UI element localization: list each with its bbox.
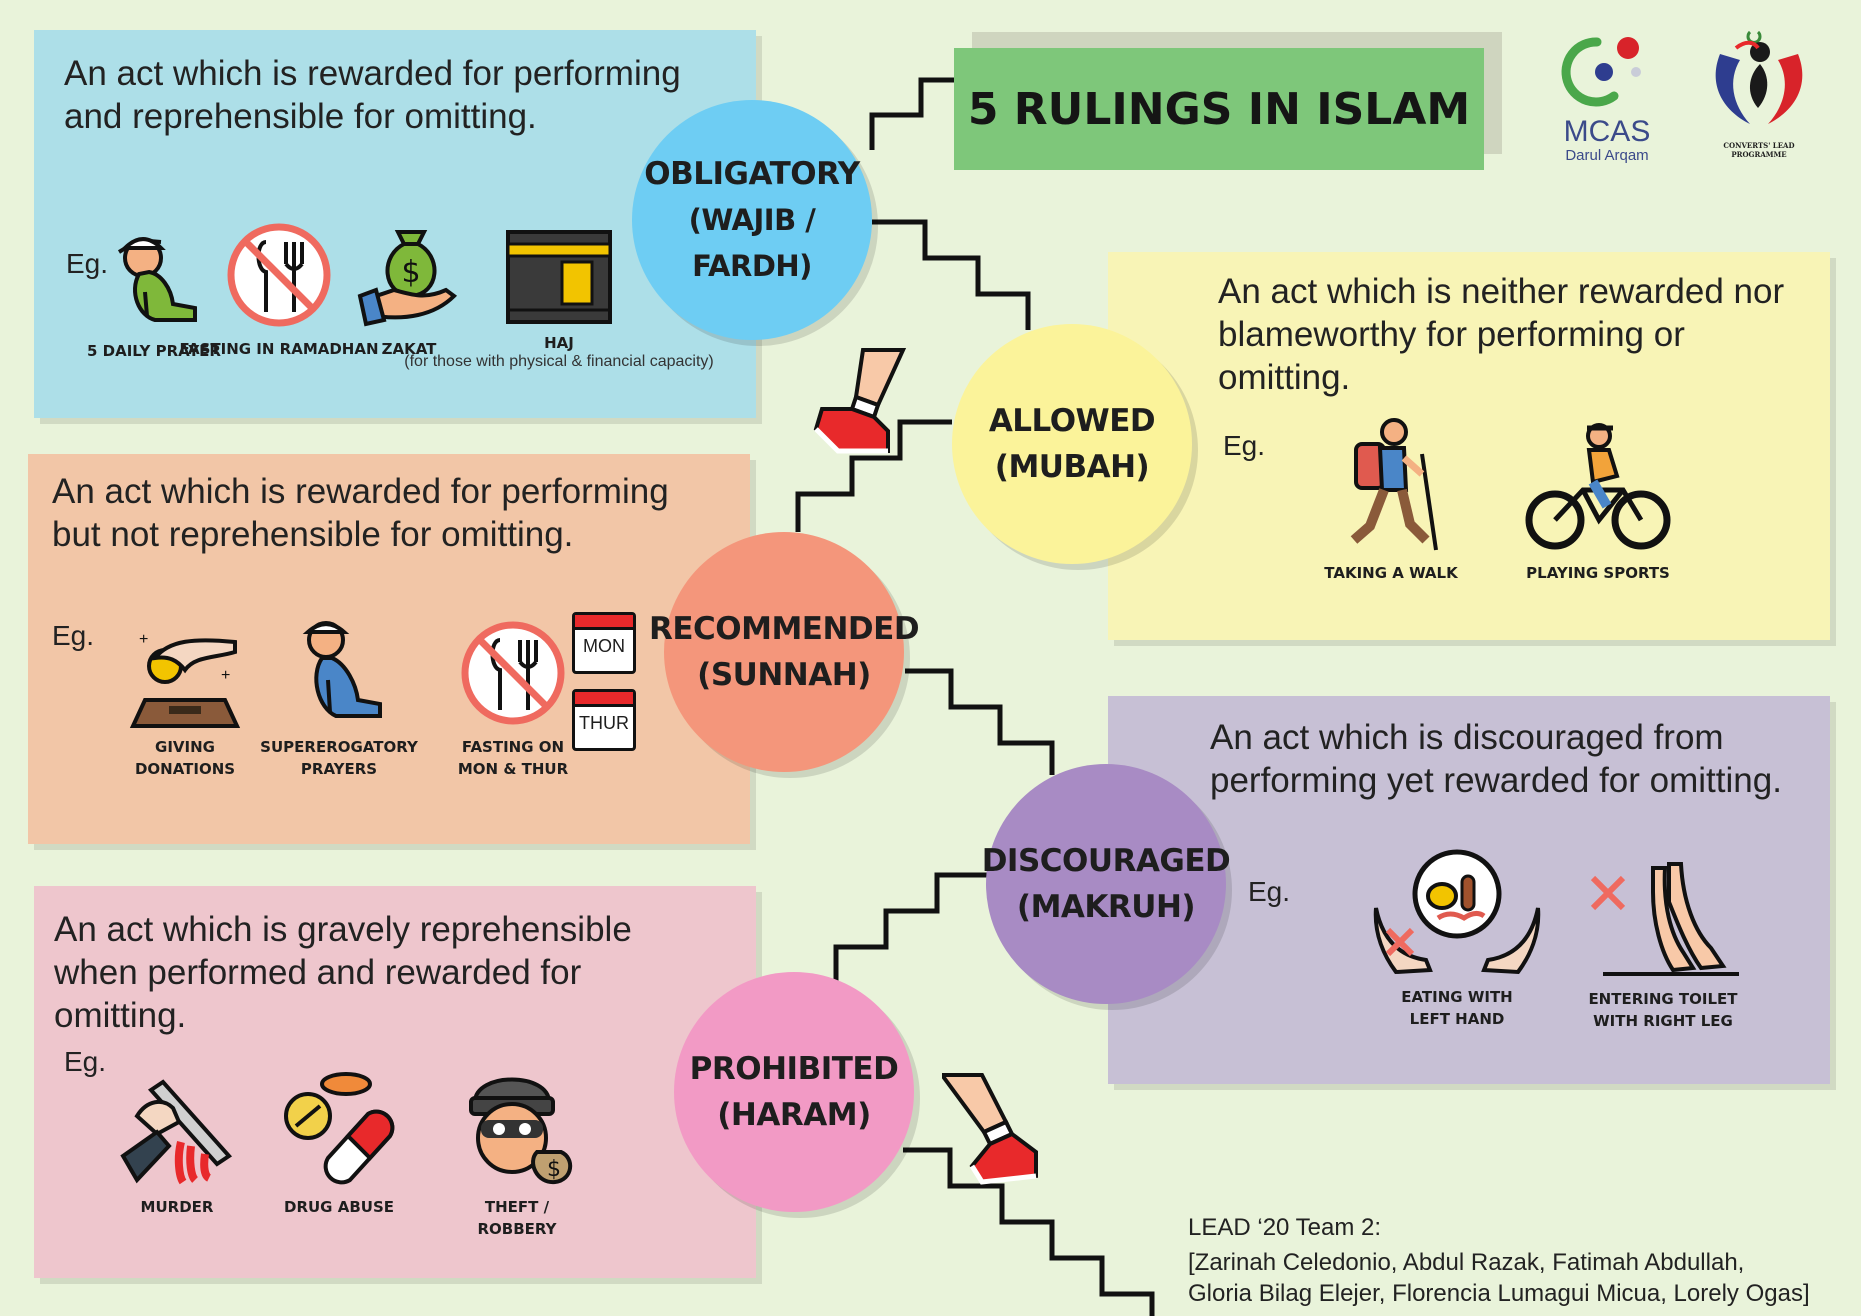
clp-logo-icon	[1715, 30, 1803, 124]
donation-icon: + +	[129, 631, 241, 728]
ruling-recommended: RECOMMENDED (SUNNAH)	[649, 532, 920, 772]
recommended-description: An act which is rewarded for performing …	[52, 472, 669, 554]
svg-text:+: +	[139, 631, 148, 648]
ruling-prohibited: PROHIBITED (HARAM)	[674, 972, 914, 1212]
discouraged-eg-label: Eg.	[1248, 876, 1291, 907]
mcas-logo-icon	[1561, 37, 1641, 107]
example-label: THEFT / ROBBERY	[477, 1198, 557, 1238]
credits-members-line1: [Zarinah Celedonio, Abdul Razak, Fatimah…	[1188, 1249, 1745, 1276]
knife-hand-icon	[120, 1079, 233, 1185]
example-theft-robbery: $ THEFT / ROBBERY	[432, 1062, 602, 1240]
example-haj: HAJ (for those with physical & financial…	[404, 222, 714, 372]
ruling-discouraged: DISCOURAGED (MAKRUH)	[982, 764, 1231, 1004]
recommended-panel: An act which is rewarded for performing …	[28, 454, 750, 844]
robber-icon: $	[469, 1077, 572, 1185]
no-eating-icon	[461, 621, 565, 725]
pills-icon	[284, 1072, 395, 1185]
example-zakat: $ ZAKAT	[324, 220, 494, 360]
example-label: FASTING ON MON & THUR	[457, 738, 569, 778]
allowed-eg-label: Eg.	[1223, 430, 1266, 461]
example-label: DRUG ABUSE	[284, 1198, 394, 1216]
ruling-name: RECOMMENDED	[648, 611, 920, 647]
credits-team: LEAD ‘20 Team 2:	[1188, 1214, 1381, 1241]
prohibited-description: An act which is gravely reprehensible wh…	[54, 910, 632, 1035]
allowed-panel: An act which is neither rewarded nor bla…	[1108, 252, 1830, 640]
example-playing-sports: PLAYING SPORTS	[1513, 420, 1683, 584]
clp-logo: CONVERTS' LEAD PROGRAMME	[1700, 24, 1818, 164]
allowed-description: An act which is neither rewarded nor bla…	[1218, 272, 1785, 397]
example-label: 5 DAILY PRAYER	[87, 342, 221, 360]
mcas-logo: MCAS Darul Arqam	[1552, 30, 1662, 164]
svg-text:+: +	[221, 667, 230, 684]
clp-text: CONVERTS' LEAD PROGRAMME	[1723, 141, 1795, 159]
example-5-daily-prayer: 5 DAILY PRAYER	[69, 212, 239, 362]
calendar-thur: THUR	[572, 689, 636, 751]
cyclist-icon	[1525, 423, 1671, 550]
walking-leg-icon	[813, 348, 907, 454]
example-entering-toilet-right-leg: ENTERING TOILET WITH RIGHT LEG	[1578, 862, 1748, 1032]
ruling-name: DISCOURAGED	[981, 843, 1231, 879]
example-label: FASTING IN RAMADHAN	[179, 340, 379, 358]
ruling-name-arabic: (MUBAH)	[994, 449, 1150, 485]
example-sublabel: (for those with physical & financial cap…	[404, 353, 714, 370]
ruling-name: ALLOWED	[988, 403, 1156, 439]
example-murder: MURDER	[92, 1076, 262, 1218]
example-label: SUPEREROGATORY PRAYERS	[260, 738, 418, 778]
example-label: ENTERING TOILET WITH RIGHT LEG	[1588, 990, 1738, 1030]
example-label: ZAKAT	[381, 340, 437, 358]
obligatory-eg-label: Eg.	[66, 248, 109, 279]
ruling-name: OBLIGATORY	[644, 156, 860, 192]
ruling-name-arabic: (SUNNAH)	[697, 657, 871, 693]
ruling-name-arabic: (HARAM)	[717, 1097, 871, 1133]
praying-person-icon	[117, 237, 197, 322]
example-label: PLAYING SPORTS	[1526, 564, 1670, 582]
praying-person-icon	[302, 621, 382, 718]
example-label: HAJ	[544, 334, 574, 352]
page-title: 5 RULINGS IN ISLAM	[954, 48, 1484, 170]
calendar-mon: MON	[572, 612, 636, 674]
example-fasting-ramadhan: FASTING IN RAMADHAN	[179, 220, 379, 360]
prohibited-panel: An act which is gravely reprehensible wh…	[34, 886, 756, 1278]
kaaba-icon	[506, 230, 612, 324]
prohibited-eg-label: Eg.	[64, 1046, 107, 1077]
credits: LEAD ‘20 Team 2: [Zarinah Celedonio, Abd…	[1188, 1212, 1810, 1309]
mcas-sub: Darul Arqam	[1565, 147, 1649, 164]
calendar-day: MON	[583, 636, 625, 656]
ruling-obligatory: OBLIGATORY (WAJIB / FARDH)	[632, 100, 872, 340]
credits-members-line2: Gloria Bilag Elejer, Florencia Lumagui M…	[1188, 1280, 1810, 1307]
example-label: GIVING DONATIONS	[134, 738, 236, 778]
example-supererogatory-prayers: SUPEREROGATORY PRAYERS	[254, 612, 424, 780]
example-eating-left-hand: EATING WITH LEFT HAND	[1372, 846, 1542, 1030]
svg-text:$: $	[401, 255, 420, 290]
obligatory-description: An act which is rewarded for performing …	[64, 54, 681, 136]
hiker-icon	[1350, 418, 1438, 551]
example-label: EATING WITH LEFT HAND	[1401, 988, 1513, 1028]
money-bag-hand-icon: $	[357, 230, 458, 327]
example-label: MURDER	[140, 1198, 214, 1216]
discouraged-description: An act which is discouraged from perform…	[1210, 718, 1782, 800]
example-taking-walk: TAKING A WALK	[1306, 414, 1476, 584]
no-eating-icon	[227, 223, 331, 327]
hands-plate-icon	[1373, 849, 1541, 975]
example-fasting-mon-thur: FASTING ON MON & THUR	[428, 618, 598, 780]
svg-text:$: $	[547, 1157, 561, 1182]
mcas-name: MCAS	[1563, 115, 1651, 148]
example-label: TAKING A WALK	[1324, 564, 1458, 582]
legs-cross-icon	[1590, 862, 1739, 976]
recommended-eg-label: Eg.	[52, 620, 95, 651]
ruling-name-arabic: (WAJIB / FARDH)	[688, 203, 816, 283]
example-giving-donations: + + GIVING DONATIONS	[100, 618, 270, 780]
example-drug-abuse: DRUG ABUSE	[254, 1070, 424, 1218]
ruling-name: PROHIBITED	[689, 1051, 899, 1087]
walking-leg-icon	[942, 1073, 1038, 1185]
discouraged-panel: An act which is discouraged from perform…	[1108, 696, 1830, 1084]
ruling-allowed: ALLOWED (MUBAH)	[952, 324, 1192, 564]
ruling-name-arabic: (MAKRUH)	[1016, 889, 1196, 925]
calendar-day: THUR	[579, 713, 629, 733]
